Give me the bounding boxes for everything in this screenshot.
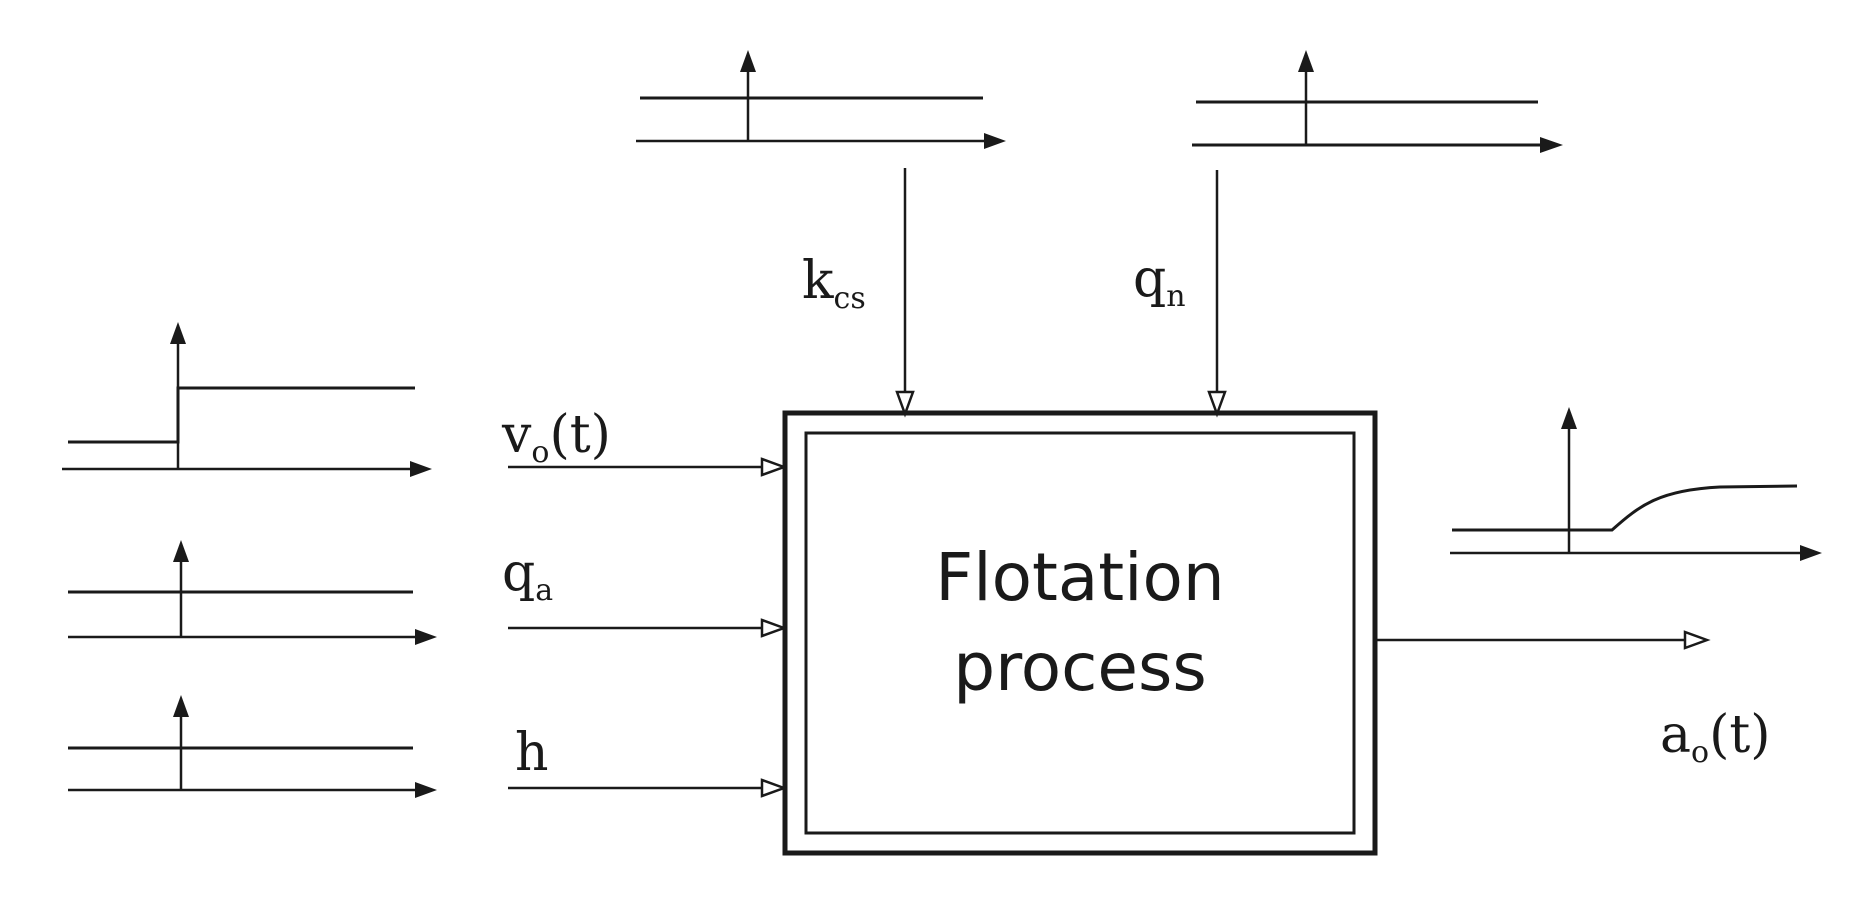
label-qn: qn — [1133, 249, 1186, 314]
label-vo: vo(t) — [501, 405, 611, 470]
constant-signal-icon — [68, 540, 437, 645]
constant-signal-icon — [1192, 50, 1563, 153]
process-title-line1: Flotation — [935, 539, 1224, 616]
input-arrow-vo — [508, 457, 788, 477]
output-arrow-ao — [1376, 630, 1711, 650]
label-ao: ao(t) — [1660, 705, 1771, 770]
input-arrow-qa — [508, 618, 788, 638]
label-kcs: kcs — [802, 251, 866, 316]
label-qa: qa — [502, 543, 553, 608]
label-h: h — [515, 723, 549, 783]
input-arrow-h — [508, 778, 788, 798]
response-curve-icon — [1450, 407, 1822, 561]
process-block: Flotation process — [782, 410, 1378, 856]
step-signal-icon — [62, 322, 432, 477]
disturbance-arrow-kcs — [895, 168, 915, 418]
process-title-line2: process — [953, 629, 1207, 706]
process-block-outer-border — [782, 410, 1378, 856]
disturbance-arrow-qn — [1207, 170, 1227, 418]
constant-signal-icon — [68, 695, 437, 798]
process-block-inner-border — [804, 431, 1356, 835]
constant-signal-icon — [636, 50, 1006, 149]
